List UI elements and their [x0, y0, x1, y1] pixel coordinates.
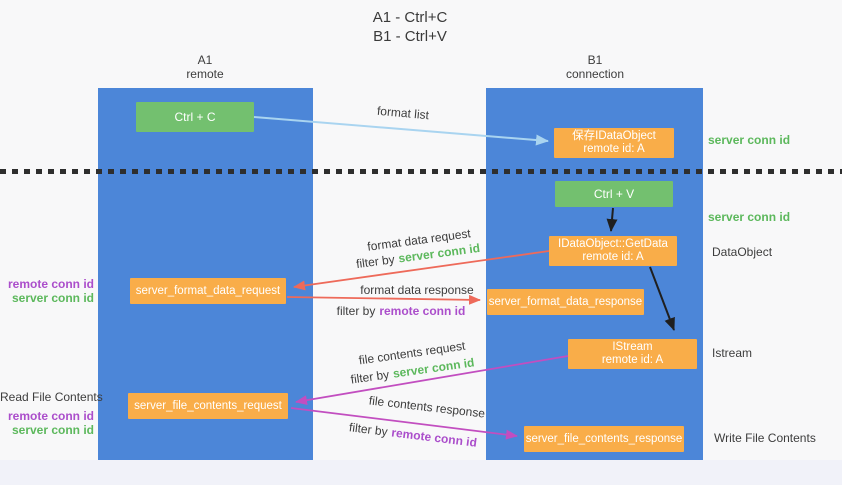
left-conn-id-block-bottom: remote conn id server conn id: [0, 409, 94, 437]
istream-line1: IStream: [612, 341, 653, 353]
annotation-server-conn-id-top: server conn id: [708, 133, 791, 147]
annotation-dataobject: DataObject: [712, 245, 773, 259]
ctrl-c-label: Ctrl + C: [174, 109, 216, 124]
filter-by-text: filter by: [348, 420, 389, 439]
node-server-format-data-request: server_format_data_request: [130, 278, 286, 304]
server-format-data-response-label: server_format_data_response: [488, 295, 643, 308]
remote-conn-id-label: remote conn id: [7, 277, 94, 291]
node-server-format-data-response: server_format_data_response: [487, 289, 644, 315]
label-format-data-response: format data response: [360, 283, 474, 297]
server-file-contents-request-label: server_file_contents_request: [134, 399, 282, 412]
arrow-format-data-response: [286, 294, 481, 305]
label-format-list: format list: [376, 103, 430, 123]
filter-by-text: filter by: [355, 252, 396, 272]
server-conn-id-label: server conn id: [11, 423, 94, 437]
node-server-file-contents-response: server_file_contents_response: [524, 426, 684, 452]
title-line-2: B1 - Ctrl+V: [373, 28, 447, 45]
remote-conn-id-text: remote conn id: [379, 304, 466, 318]
remote-conn-id-text: remote conn id: [390, 425, 478, 450]
lane-b-header: B1 connection: [535, 53, 655, 81]
save-dataobject-line2: remote id: A: [583, 143, 645, 155]
getdata-line1: IDataObject::GetData: [558, 238, 668, 250]
filter-by-text: filter by: [349, 367, 391, 387]
title-line-1: A1 - Ctrl+C: [372, 9, 448, 26]
node-ctrl-c: Ctrl + C: [136, 102, 254, 132]
annotation-write-file-contents: Write File Contents: [714, 431, 816, 445]
node-save-dataobject: 保存IDataObject remote id: A: [554, 128, 674, 158]
lane-a-subtitle: remote: [186, 67, 224, 81]
annotation-server-conn-id-mid: server conn id: [708, 210, 791, 224]
read-file-contents-label: Read File Contents: [0, 390, 103, 404]
istream-line2: remote id: A: [601, 354, 664, 366]
bottom-strip: [0, 460, 842, 485]
left-conn-id-block-top: remote conn id server conn id: [0, 277, 94, 305]
lane-b-subtitle: connection: [565, 67, 625, 81]
server-format-data-request-label: server_format_data_request: [135, 284, 281, 297]
server-conn-id-label: server conn id: [11, 291, 94, 305]
annotation-istream: Istream: [712, 346, 753, 360]
ctrl-v-label: Ctrl + V: [593, 186, 635, 201]
lane-b-name: B1: [587, 53, 603, 67]
node-istream: IStream remote id: A: [568, 339, 697, 369]
node-ctrl-v: Ctrl + V: [555, 181, 673, 207]
session-divider-dotted-line: [0, 169, 842, 174]
node-getdata: IDataObject::GetData remote id: A: [549, 236, 677, 266]
save-dataobject-line1: 保存IDataObject: [572, 130, 656, 142]
remote-conn-id-label: remote conn id: [7, 409, 94, 423]
lane-a-name: A1: [197, 53, 213, 67]
server-file-contents-response-label: server_file_contents_response: [525, 432, 683, 445]
lane-a-header: A1 remote: [145, 53, 265, 81]
filter-by-text: filter by: [336, 304, 376, 318]
diagram-title: A1 - Ctrl+C B1 - Ctrl+V: [300, 8, 520, 46]
getdata-line2: remote id: A: [582, 251, 644, 263]
label-file-contents-response: file contents response: [368, 393, 486, 421]
annotation-read-file-contents: Read File Contents: [0, 390, 103, 404]
node-server-file-contents-request: server_file_contents_request: [128, 393, 288, 419]
